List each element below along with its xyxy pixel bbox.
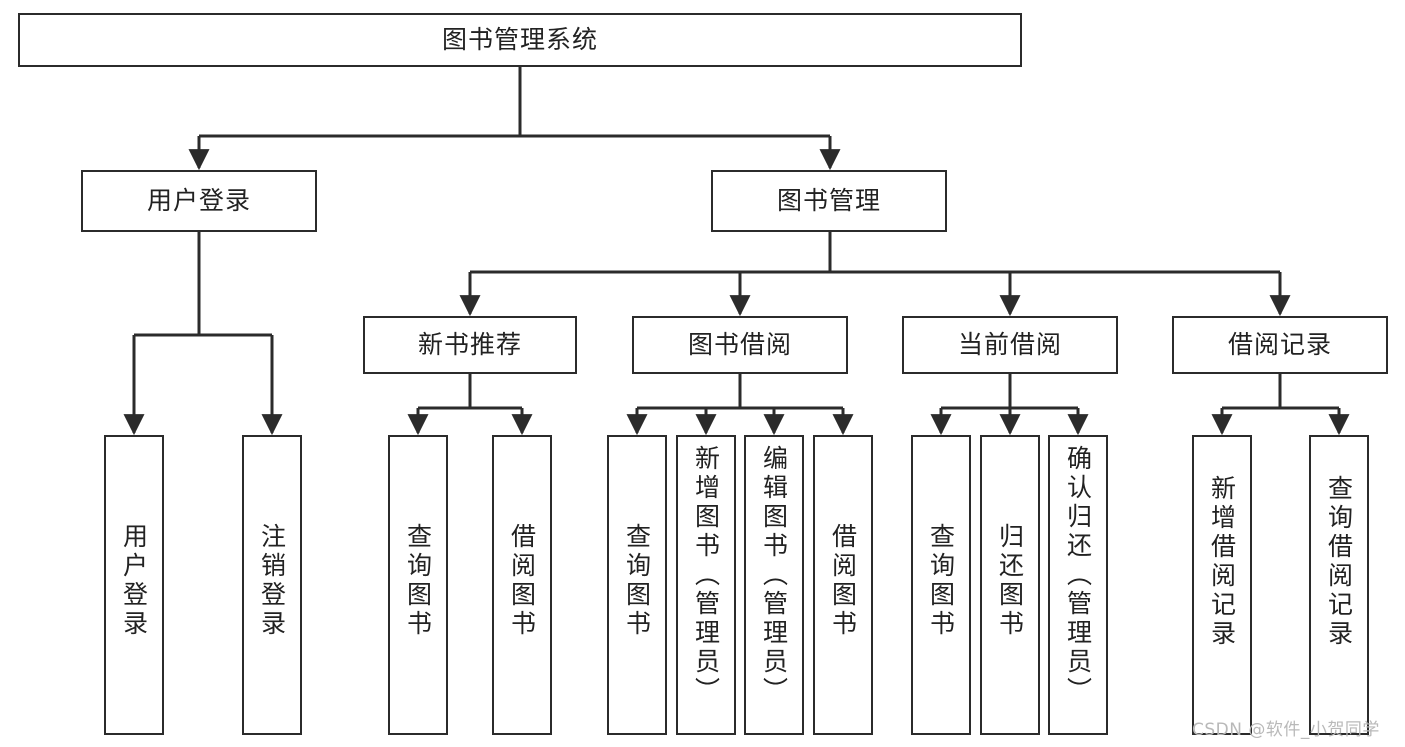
node-leaf-query-book-2[interactable]: 查询图书 bbox=[607, 435, 667, 735]
node-leaf-edit-book-label: 编辑图书（管理员） bbox=[759, 445, 789, 706]
node-root[interactable]: 图书管理系统 bbox=[18, 13, 1022, 67]
node-current-borrow[interactable]: 当前借阅 bbox=[902, 316, 1118, 374]
node-leaf-borrow-book-2[interactable]: 借阅图书 bbox=[813, 435, 873, 735]
node-leaf-add-record-label: 新增借阅记录 bbox=[1207, 475, 1237, 649]
node-leaf-query-book-2-label: 查询图书 bbox=[622, 523, 652, 639]
node-leaf-return-book-label: 归还图书 bbox=[995, 523, 1025, 639]
node-root-label: 图书管理系统 bbox=[441, 25, 598, 55]
node-leaf-borrow-book-2-label: 借阅图书 bbox=[828, 523, 858, 639]
node-leaf-add-book-label: 新增图书（管理员） bbox=[691, 445, 721, 706]
node-book-manage[interactable]: 图书管理 bbox=[711, 170, 947, 232]
node-new-book-recommend[interactable]: 新书推荐 bbox=[363, 316, 577, 374]
node-leaf-logout-login[interactable]: 注销登录 bbox=[242, 435, 302, 735]
node-leaf-query-book-3-label: 查询图书 bbox=[926, 523, 956, 639]
node-book-borrow-label: 图书借阅 bbox=[687, 330, 792, 360]
node-user-login-label: 用户登录 bbox=[146, 186, 251, 216]
node-leaf-borrow-book-1[interactable]: 借阅图书 bbox=[492, 435, 552, 735]
node-leaf-query-book-3[interactable]: 查询图书 bbox=[911, 435, 971, 735]
node-leaf-query-record-label: 查询借阅记录 bbox=[1324, 475, 1354, 649]
node-book-manage-label: 图书管理 bbox=[776, 186, 881, 216]
node-user-login[interactable]: 用户登录 bbox=[81, 170, 317, 232]
node-leaf-borrow-book-1-label: 借阅图书 bbox=[507, 523, 537, 639]
node-leaf-add-record[interactable]: 新增借阅记录 bbox=[1192, 435, 1252, 735]
node-leaf-confirm-return[interactable]: 确认归还（管理员） bbox=[1048, 435, 1108, 735]
node-leaf-logout-login-label: 注销登录 bbox=[257, 523, 287, 639]
node-leaf-return-book[interactable]: 归还图书 bbox=[980, 435, 1040, 735]
node-borrow-record[interactable]: 借阅记录 bbox=[1172, 316, 1388, 374]
node-leaf-add-book[interactable]: 新增图书（管理员） bbox=[676, 435, 736, 735]
node-leaf-edit-book[interactable]: 编辑图书（管理员） bbox=[744, 435, 804, 735]
node-book-borrow[interactable]: 图书借阅 bbox=[632, 316, 848, 374]
node-current-borrow-label: 当前借阅 bbox=[957, 330, 1062, 360]
node-borrow-record-label: 借阅记录 bbox=[1227, 330, 1332, 360]
node-leaf-user-login-label: 用户登录 bbox=[119, 523, 149, 639]
node-leaf-query-book-1-label: 查询图书 bbox=[403, 523, 433, 639]
node-leaf-confirm-return-label: 确认归还（管理员） bbox=[1063, 445, 1093, 706]
csdn-watermark: CSDN @软件_小贺同学 bbox=[1192, 720, 1380, 740]
node-leaf-user-login[interactable]: 用户登录 bbox=[104, 435, 164, 735]
node-leaf-query-record[interactable]: 查询借阅记录 bbox=[1309, 435, 1369, 735]
node-new-book-recommend-label: 新书推荐 bbox=[417, 330, 522, 360]
node-leaf-query-book-1[interactable]: 查询图书 bbox=[388, 435, 448, 735]
